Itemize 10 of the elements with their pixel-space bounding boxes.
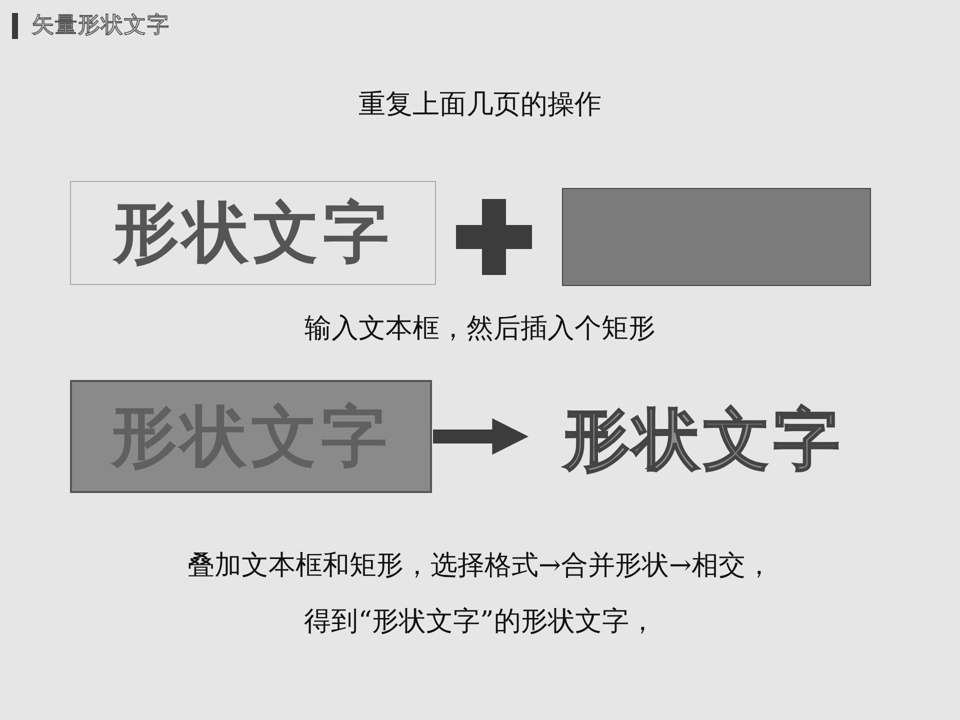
instruction-text: 叠加文本框和矩形，选择格式→合并形状→相交，得到“形状文字”的形状文字， [186, 549, 774, 639]
instruction-text: 输入文本框，然后插入个矩形 [304, 312, 656, 346]
slide-title: 矢量形状文字 [32, 12, 170, 40]
heading-text: 重复上面几页的操作 [358, 88, 602, 122]
arrow [433, 418, 529, 455]
rectangle-shape [70, 380, 432, 493]
shape-text: 形状文字 [530, 392, 877, 488]
shape-text: 形状文字 [113, 193, 393, 273]
text-box [70, 181, 436, 285]
rectangle-shape [562, 188, 871, 286]
